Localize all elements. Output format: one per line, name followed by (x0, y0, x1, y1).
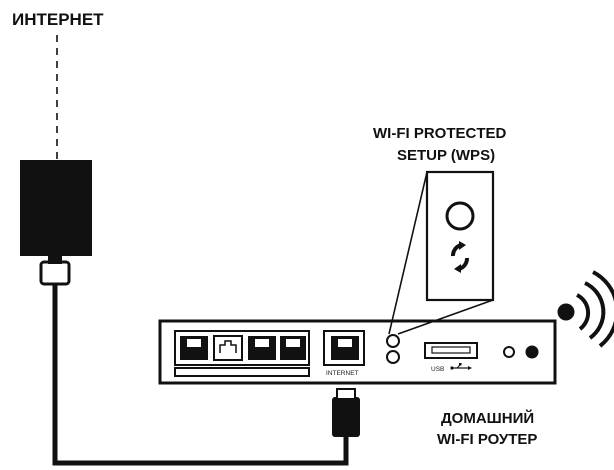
usb-label: USB (431, 366, 444, 373)
wifi-signal-icon (557, 270, 614, 348)
reset-button[interactable] (503, 346, 515, 358)
wps-button[interactable] (386, 334, 400, 348)
router-plug (332, 397, 360, 437)
usb-icon (450, 363, 472, 370)
lan-port-1[interactable] (180, 336, 208, 360)
lan-port-4[interactable] (280, 336, 306, 360)
callout-line-left (388, 171, 428, 335)
wps-led (386, 350, 400, 364)
internet-port[interactable] (323, 330, 365, 366)
router-label-line-1: ДОМАШНИЙ (441, 409, 534, 427)
lan-port-3[interactable] (248, 336, 276, 360)
wps-zoom-button (445, 201, 475, 231)
ethernet-cable (52, 284, 349, 466)
wps-zoom-box (425, 170, 495, 302)
lan-port-2[interactable] (213, 335, 243, 361)
power-button[interactable] (525, 345, 539, 359)
modem-box (20, 160, 92, 256)
wps-label-line-1: WI-FI PROTECTED (373, 125, 506, 142)
router-label-line-2: WI-FI РОУТЕР (437, 431, 537, 448)
internet-port-label: INTERNET (326, 370, 359, 377)
wps-label-line-2: SETUP (WPS) (397, 147, 495, 164)
usb-port[interactable] (424, 342, 478, 359)
internet-label: ИНТЕРНЕТ (12, 10, 104, 29)
callout-line-right (397, 299, 494, 335)
wps-refresh-icon (451, 241, 469, 273)
modem-connector (39, 260, 71, 286)
